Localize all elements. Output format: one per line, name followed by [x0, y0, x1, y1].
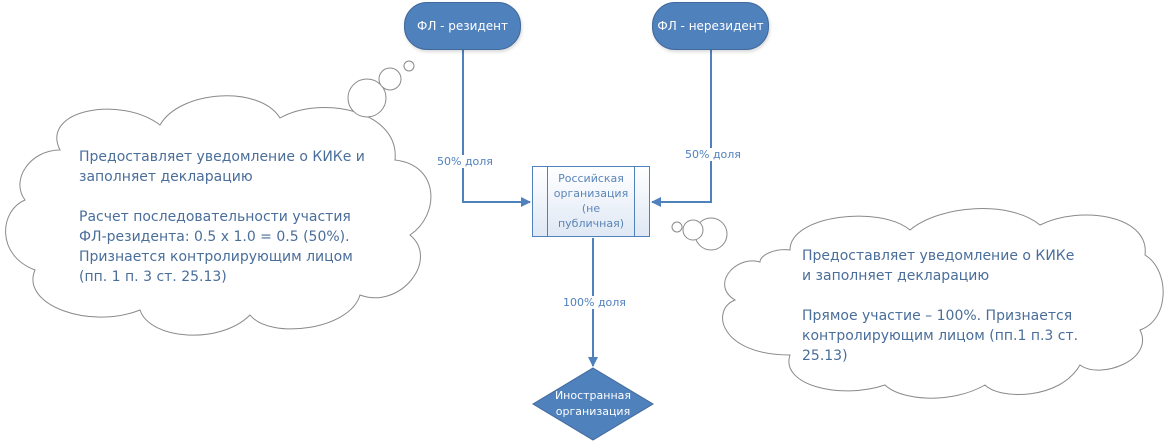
edge-label-resident: 50% доля	[435, 155, 495, 168]
node-nonresident-label: ФЛ - нерезидент	[657, 19, 764, 33]
callout-cloud-left	[5, 60, 432, 336]
edge-resident-to-russian	[462, 48, 531, 207]
process-bar-left	[547, 167, 548, 236]
callout-left-line2: Расчет последовательности участия ФЛ-рез…	[79, 209, 353, 285]
callout-left-line1: Предоставляет уведомление о КИКе и запол…	[79, 149, 365, 185]
process-bar-right	[634, 167, 635, 236]
node-russian-org[interactable]: Российская организация (не публичная)	[532, 166, 650, 237]
callout-cloud-right	[671, 208, 1164, 399]
callout-right-text: Предоставляет уведомление о КИКе и запол…	[802, 246, 1082, 366]
foreign-org-diamond[interactable]	[532, 367, 654, 441]
node-nonresident[interactable]: ФЛ - нерезидент	[652, 2, 769, 50]
callout-right-line2: Прямое участие – 100%. Признается контро…	[802, 308, 1079, 364]
edge-nonresident-to-russian	[651, 48, 712, 207]
node-russian-org-label: Российская организация (не публичная)	[553, 172, 629, 230]
node-foreign-org-label: Иностранная организация	[554, 389, 632, 418]
callout-left-text: Предоставляет уведомление о КИКе и запол…	[79, 147, 379, 287]
callout-right-line1: Предоставляет уведомление о КИКе и запол…	[802, 248, 1075, 284]
node-resident[interactable]: ФЛ - резидент	[404, 2, 521, 50]
node-resident-label: ФЛ - резидент	[416, 19, 508, 33]
edge-label-russian-foreign: 100% доля	[561, 296, 628, 309]
edge-label-nonresident: 50% доля	[683, 148, 743, 161]
